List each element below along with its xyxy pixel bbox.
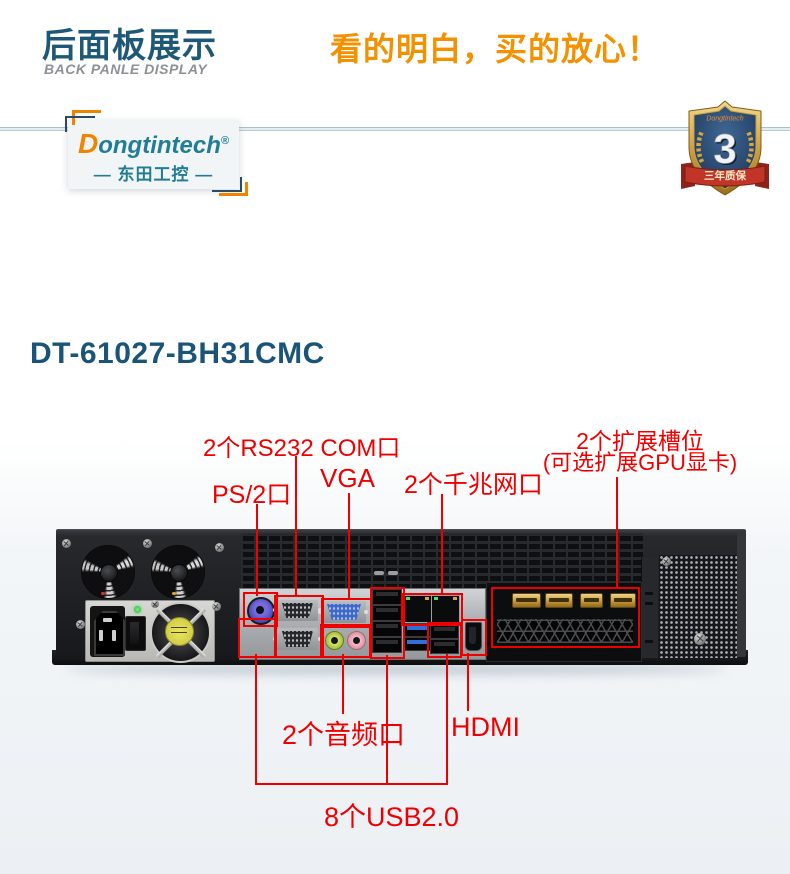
usb2-port <box>372 637 402 653</box>
label-usb: 8个USB2.0 <box>324 802 460 832</box>
hdmi-connector-gpu <box>580 593 603 608</box>
panel-latch <box>388 571 398 575</box>
perforated-vent-panel <box>659 555 737 658</box>
page-subtitle: BACK PANLE DISPLAY <box>44 61 208 77</box>
com2-port <box>277 628 318 650</box>
bracket-slot <box>645 592 653 595</box>
audio-mic-jack <box>347 631 366 650</box>
gpu-hex-vent <box>497 619 633 643</box>
label-expansion-slots-line2: (可选扩展GPU显卡) <box>542 450 738 475</box>
annotation-box-usb-stack <box>370 587 405 659</box>
cooling-fan-1 <box>81 545 135 599</box>
bracket-slot <box>645 602 653 605</box>
corner-bracket-navy-tl <box>65 116 95 132</box>
screw <box>215 543 224 552</box>
badge-shield-inner <box>693 105 757 190</box>
lan-port-2 <box>431 595 460 623</box>
chassis-right-edge <box>737 531 746 657</box>
com1-port <box>277 600 318 621</box>
badge-ribbon-text: 三年质保 <box>704 169 746 182</box>
annotation-box-audio <box>320 624 371 658</box>
laurel-left <box>696 130 705 163</box>
decor-line <box>0 127 790 131</box>
audio-line-out-jack <box>325 631 344 650</box>
callout-line-com <box>295 456 297 596</box>
callout-line-usb-bottom <box>255 783 448 785</box>
corner-bracket-navy-br <box>212 177 242 192</box>
screw <box>76 620 85 629</box>
badge-brand-text: Dongtintech <box>706 116 743 123</box>
corner-bracket-orange-br <box>219 182 248 196</box>
callout-line-usb-right <box>446 654 448 783</box>
usb2-port <box>430 639 459 654</box>
slot-bracket-divider <box>641 558 658 658</box>
warranty-badge: Dongtintech 3 3 三年质保 <box>681 100 769 196</box>
callout-line-gpu <box>616 477 618 588</box>
screw <box>151 600 159 608</box>
bracket-slot <box>645 640 653 643</box>
label-expansion-slots: 2个扩展槽位 (可选扩展GPU显卡) <box>535 430 745 474</box>
dsub-screw-nut <box>364 610 368 614</box>
product-model: DT-61027-BH31CMC <box>30 337 325 370</box>
badge-number-shadow: 3 <box>715 127 738 174</box>
label-com: 2个RS232 COM口 <box>203 435 401 462</box>
screw <box>662 557 671 566</box>
label-ps2: PS/2口 <box>212 481 292 509</box>
brand-logo-wordmark: Dongtintech® <box>78 128 229 159</box>
cooling-fan-2 <box>151 545 205 599</box>
displayport-connector <box>610 593 636 608</box>
badge-number: 3 <box>713 125 736 172</box>
brand-logo-chinese: — 东田工控 — <box>93 165 214 184</box>
slogan-text: 看的明白，买的放心！ <box>330 31 661 67</box>
badge-ribbon <box>684 165 766 187</box>
dsub-screw-nut <box>318 610 322 614</box>
screw <box>143 539 152 548</box>
ac-pin <box>112 630 116 641</box>
power-led <box>134 606 141 613</box>
psu-spec-label <box>165 617 194 646</box>
annotation-box-gpu <box>491 587 640 648</box>
callout-line-usb-mid <box>386 655 388 783</box>
callout-line-ps2 <box>256 504 258 596</box>
brand-logo: Dongtintech® — 东田工控 — <box>68 120 239 189</box>
annotation-box-com <box>274 595 324 658</box>
callout-line-usb-left <box>255 654 257 783</box>
usb2-port <box>372 621 402 637</box>
vga-port <box>322 601 366 623</box>
displayport-connector <box>545 593 573 608</box>
annotation-box-ps2 <box>243 592 278 627</box>
hdmi-port <box>465 622 482 651</box>
label-audio: 2个音频口 <box>282 720 406 750</box>
screw <box>694 633 706 645</box>
panel-latch <box>374 571 384 575</box>
displayport-connector <box>512 593 541 608</box>
callout-line-audio <box>342 654 344 714</box>
screw <box>62 539 71 548</box>
annotation-box-usb-left <box>238 618 277 658</box>
label-expansion-slots-line1: 2个扩展槽位 <box>576 428 704 454</box>
laurel-right <box>745 130 754 163</box>
label-hdmi: HDMI <box>451 712 520 742</box>
annotation-box-usb-right <box>427 622 462 658</box>
power-switch <box>125 616 146 651</box>
annotation-box-lan <box>401 593 463 626</box>
annotation-box-hdmi <box>461 619 487 656</box>
ac-pin <box>99 630 103 641</box>
label-vga: VGA <box>320 463 375 493</box>
callout-line-vga <box>348 493 350 599</box>
page-title: 后面板展示 <box>42 27 217 65</box>
label-lan: 2个千兆网口 <box>404 471 543 499</box>
fan-wire-yellow <box>172 592 176 595</box>
chassis-shadow <box>66 665 726 674</box>
screw <box>212 602 221 611</box>
callout-line-lan <box>441 494 443 594</box>
callout-line-hdmi <box>467 653 469 711</box>
registered-mark: ® <box>220 135 229 147</box>
fan-wire-red <box>101 592 105 595</box>
ac-pin <box>103 618 112 622</box>
lan-port-1 <box>403 595 432 623</box>
